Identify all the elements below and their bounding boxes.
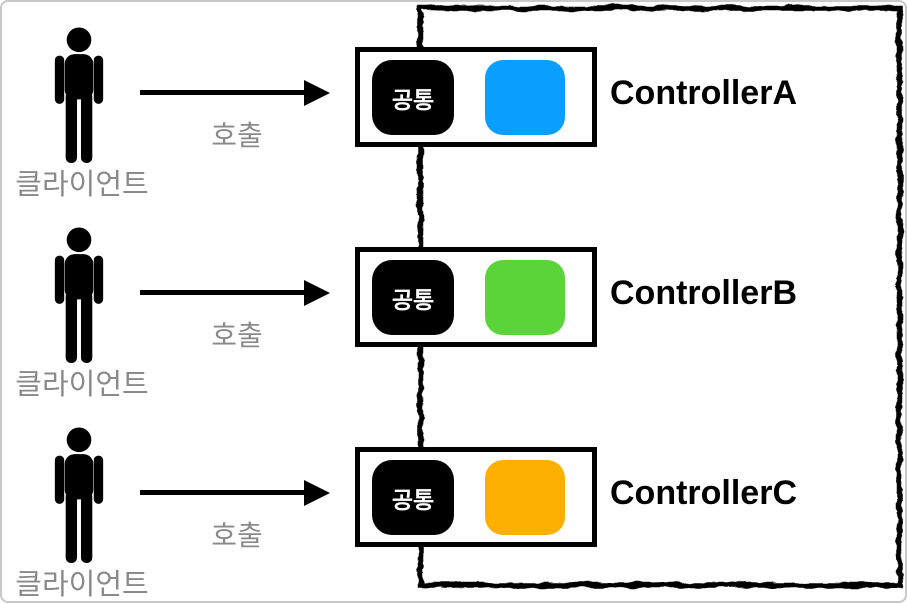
call-label: 호출 bbox=[211, 120, 263, 151]
common-badge-label: 공통 bbox=[391, 486, 435, 513]
controller-box-b: 공통 bbox=[355, 247, 597, 347]
common-badge-label: 공통 bbox=[391, 86, 435, 113]
common-badge: 공통 bbox=[372, 60, 454, 135]
controller-box-c: 공통 bbox=[355, 447, 597, 547]
controller-name: ControllerB bbox=[610, 274, 797, 312]
arrow-head-icon bbox=[304, 480, 330, 506]
feature-block bbox=[485, 60, 565, 135]
arrow-right-icon bbox=[140, 490, 306, 495]
client-call-row-c: 클라이언트 호출 공통 ControllerC bbox=[2, 402, 905, 601]
call-label: 호출 bbox=[211, 320, 263, 351]
person-icon bbox=[54, 27, 104, 164]
person-icon bbox=[54, 427, 104, 564]
controller-box-a: 공통 bbox=[355, 47, 597, 147]
client-call-row-a: 클라이언트 호출 공통 ControllerA bbox=[2, 2, 905, 202]
arrow-head-icon bbox=[304, 280, 330, 306]
client-label: 클라이언트 bbox=[15, 169, 149, 201]
client-call-row-b: 클라이언트 호출 공통 ControllerB bbox=[2, 202, 905, 402]
client-label: 클라이언트 bbox=[15, 369, 149, 401]
feature-block bbox=[485, 260, 565, 335]
controller-name: ControllerC bbox=[610, 474, 797, 512]
controller-name: ControllerA bbox=[610, 74, 797, 112]
feature-block bbox=[485, 460, 565, 535]
arrow-right-icon bbox=[140, 90, 306, 95]
common-badge-label: 공통 bbox=[391, 286, 435, 313]
client-label: 클라이언트 bbox=[15, 569, 149, 601]
person-icon bbox=[54, 227, 104, 364]
call-label: 호출 bbox=[211, 520, 263, 551]
common-badge: 공통 bbox=[372, 260, 454, 335]
common-badge: 공통 bbox=[372, 460, 454, 535]
arrow-right-icon bbox=[140, 290, 306, 295]
arrow-head-icon bbox=[304, 80, 330, 106]
